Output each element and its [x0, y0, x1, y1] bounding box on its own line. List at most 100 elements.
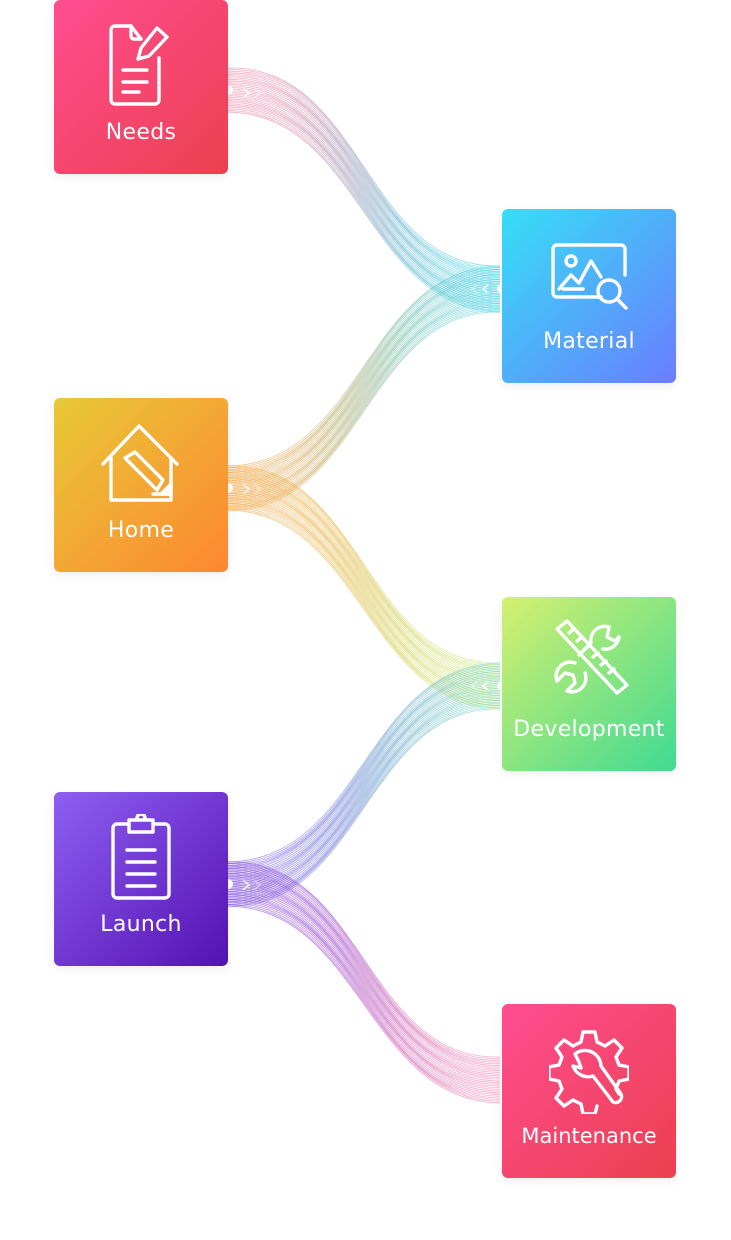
ribbon-strand [227, 861, 501, 1058]
ribbon-home-material [227, 265, 501, 511]
ribbon-strand [227, 467, 501, 666]
ribbon-strand [227, 489, 501, 690]
ribbon-strand [227, 698, 501, 897]
ribbon-strand [227, 83, 501, 284]
ribbon-strand [227, 277, 501, 478]
ribbon-strand [227, 311, 501, 511]
ribbon-strand [227, 876, 501, 1073]
ribbon-strand [227, 105, 501, 306]
ribbon-strand [227, 688, 501, 887]
ribbon-strand [227, 287, 501, 488]
ribbon-strand [227, 677, 501, 878]
ribbon-strand [227, 664, 501, 865]
ribbon-strand [227, 491, 501, 691]
ribbon-strand [227, 671, 501, 871]
ribbon-strand [227, 67, 501, 267]
ribbon-strand [227, 69, 501, 269]
arrow-chevron [243, 484, 251, 494]
ribbon-strand [227, 496, 501, 696]
ribbon-strand [227, 902, 501, 1101]
arrow-chevron [254, 880, 262, 890]
ribbon-strand [227, 268, 501, 470]
arrow-chevron [481, 284, 489, 294]
ribbon-strand [227, 475, 501, 674]
ribbon-strand [227, 504, 501, 705]
arrow-chevron [470, 284, 478, 294]
ribbon-strand [227, 493, 501, 693]
node-maintenance[interactable]: Maintenance [502, 1004, 676, 1178]
ribbon-strand [227, 272, 501, 473]
ribbon-strand [227, 863, 501, 1060]
ribbon-strand [227, 684, 501, 884]
ribbon-strand [227, 884, 501, 1082]
arrow-chevron [243, 88, 251, 98]
arrow-chevron [254, 484, 262, 494]
ribbon-strand [227, 465, 501, 664]
ribbon-strand [227, 91, 501, 293]
node-label: Development [513, 717, 665, 742]
image-search-icon [549, 231, 629, 319]
ribbon-strand [227, 270, 501, 472]
ribbon-strand [227, 672, 501, 873]
ribbon-strand [227, 879, 501, 1077]
ribbon-strand [227, 669, 501, 869]
node-material[interactable]: Material [502, 209, 676, 383]
ribbon-launch-development [227, 662, 501, 907]
ribbon-strand [227, 900, 501, 1099]
ribbon-strand [227, 483, 501, 683]
ribbon-strand [227, 476, 501, 676]
ribbon-strand [227, 869, 501, 1066]
ribbon-strand [227, 501, 501, 701]
ribbon-strand [227, 503, 501, 703]
wrench-ruler-icon [549, 619, 629, 707]
ribbon-strand [227, 78, 501, 279]
ribbon-strand [227, 100, 501, 301]
node-label: Material [543, 329, 635, 354]
ribbon-strand [227, 889, 501, 1087]
ribbon-strand [227, 682, 501, 883]
ribbon-strand [227, 106, 501, 308]
ribbon-strand [227, 480, 501, 679]
ribbon-strand [227, 478, 501, 678]
ribbon-strand [227, 899, 501, 1097]
ribbon-strand [227, 868, 501, 1065]
ribbon-strand [227, 885, 501, 1084]
ribbon-strand [227, 285, 501, 487]
ribbon-strand [227, 275, 501, 477]
ribbon-strand [227, 882, 501, 1080]
ribbon-strand [227, 887, 501, 1085]
ribbon-launch-maintenance [227, 861, 501, 1104]
node-label: Needs [105, 120, 177, 145]
node-launch[interactable]: Launch [54, 792, 228, 966]
ribbon-strand [227, 296, 501, 496]
ribbon-strand [227, 665, 501, 866]
ribbon-strand [227, 506, 501, 707]
ribbon-strand [227, 297, 501, 498]
ribbon-strand [227, 679, 501, 879]
ribbon-strand [227, 93, 501, 294]
ribbon-strand [227, 872, 501, 1070]
ribbon-strand [227, 693, 501, 892]
ribbon-strand [227, 306, 501, 506]
node-development[interactable]: Development [502, 597, 676, 771]
ribbon-strand [227, 676, 501, 876]
ribbon-strand [227, 662, 501, 863]
ribbon-strand [227, 280, 501, 482]
ribbon-strand [227, 696, 501, 896]
ribbon-strand [227, 87, 501, 287]
ribbon-strand [227, 486, 501, 686]
ribbon-strand [227, 95, 501, 296]
ribbon-strand [227, 108, 501, 310]
ribbon-strand [227, 481, 501, 681]
ribbon-strand [227, 82, 501, 282]
node-home[interactable]: Home [54, 398, 228, 572]
ribbon-strand [227, 691, 501, 891]
ribbon-strand [227, 498, 501, 698]
ribbon-strand [227, 299, 501, 500]
node-label: Maintenance [521, 1124, 657, 1148]
node-needs[interactable]: Needs [54, 0, 228, 174]
ribbon-strand [227, 897, 501, 1095]
ribbon-strand [227, 871, 501, 1068]
ribbon-strand [227, 80, 501, 281]
ribbon-strand [227, 667, 501, 868]
